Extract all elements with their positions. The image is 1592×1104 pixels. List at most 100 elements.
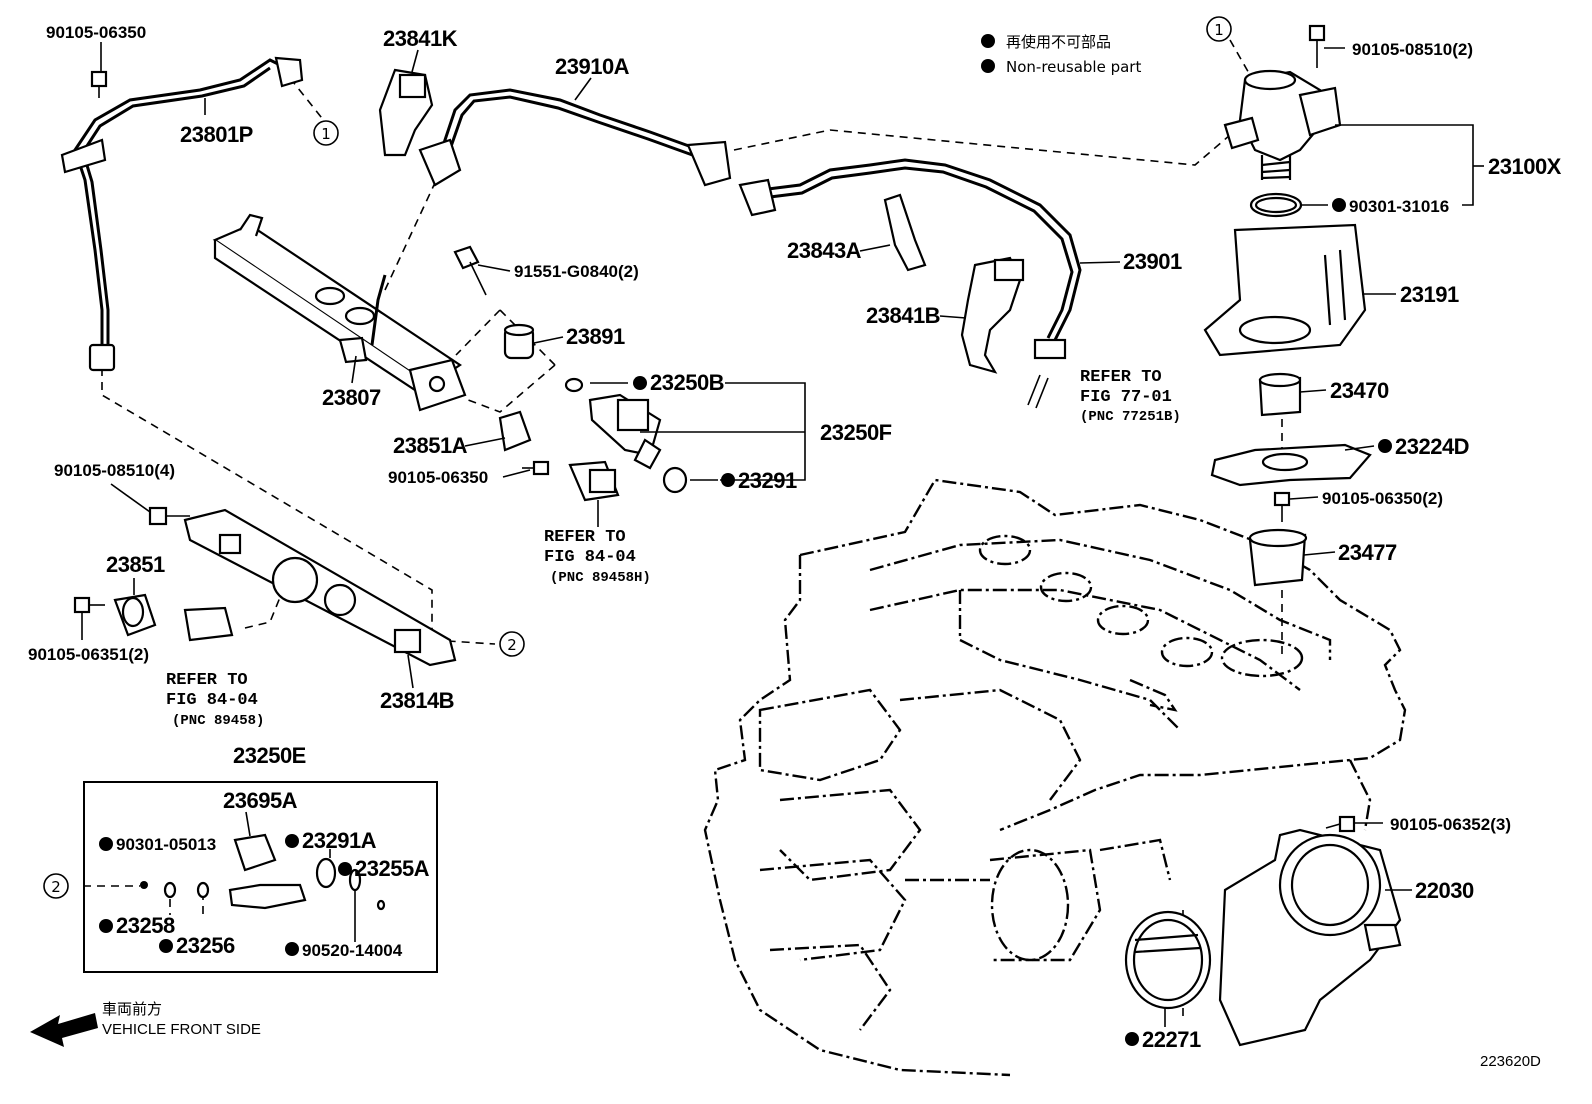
label-91551-G0840: 91551-G0840(2) bbox=[514, 262, 639, 281]
gasket-23224D bbox=[1210, 443, 1372, 487]
label-23695A: 23695A bbox=[223, 788, 298, 813]
fuel-rail-23814B bbox=[183, 508, 457, 667]
collar-23891 bbox=[503, 323, 535, 360]
connector-23841B bbox=[960, 256, 1025, 374]
label-23191: 23191 bbox=[1400, 282, 1459, 307]
non-reusable-dot-icon bbox=[981, 59, 995, 73]
throttle-body-22030 bbox=[1218, 828, 1402, 1047]
svg-text:2: 2 bbox=[507, 636, 517, 654]
injector-23250F bbox=[564, 377, 688, 494]
label-22271: 22271 bbox=[1142, 1027, 1201, 1052]
label-90105-06350-mid: 90105-06350 bbox=[388, 468, 488, 487]
label-90105-06352-3: 90105-06352(3) bbox=[1390, 815, 1511, 834]
bolt-90105-06352-3 bbox=[1325, 815, 1356, 833]
label-90301-05013: 90301-05013 bbox=[116, 835, 216, 854]
svg-text:2: 2 bbox=[51, 878, 61, 896]
label-23250B: 23250B bbox=[650, 370, 724, 395]
bolt-91551-G0840 bbox=[453, 245, 487, 296]
refer-note-84-04: REFER TO FIG 84-04 (PNC 89458) bbox=[166, 671, 264, 729]
svg-text:(PNC 89458): (PNC 89458) bbox=[172, 713, 264, 729]
dashed-leaders bbox=[101, 39, 1283, 1020]
holder-23477 bbox=[1248, 528, 1308, 587]
label-23851A: 23851A bbox=[393, 433, 468, 458]
label-23843A: 23843A bbox=[787, 238, 862, 263]
damper-23851 bbox=[113, 593, 157, 637]
svg-text:FIG 84-04: FIG 84-04 bbox=[166, 691, 258, 710]
svg-text:1: 1 bbox=[1214, 21, 1224, 39]
vehicle-front-ja: 車両前方 bbox=[102, 1001, 162, 1018]
engine-outline bbox=[703, 478, 1407, 1077]
non-reusable-dot-icon bbox=[633, 376, 647, 390]
label-90105-06350-top: 90105-06350 bbox=[46, 23, 146, 42]
vehicle-front-label: 車両前方 VEHICLE FRONT SIDE bbox=[102, 1001, 261, 1038]
vehicle-front-arrow-icon bbox=[30, 1013, 98, 1047]
label-90105-08510-4: 90105-08510(4) bbox=[54, 461, 175, 480]
callout-2-box: 2 bbox=[43, 873, 69, 899]
label-22030: 22030 bbox=[1415, 878, 1474, 903]
callout-1-top: 1 bbox=[313, 120, 339, 146]
label-23814B: 23814B bbox=[380, 688, 454, 713]
svg-text:REFER TO: REFER TO bbox=[1080, 368, 1162, 387]
svg-text:1: 1 bbox=[321, 125, 331, 143]
non-reusable-dot-icon bbox=[1332, 198, 1346, 212]
svg-text:FIG 77-01: FIG 77-01 bbox=[1080, 388, 1172, 407]
refer-note-84-04-h: REFER TO FIG 84-04 (PNC 89458H) bbox=[544, 528, 651, 586]
fuel-pressure-sensor bbox=[568, 460, 620, 502]
label-23250F: 23250F bbox=[820, 420, 892, 445]
svg-text:(PNC 77251B): (PNC 77251B) bbox=[1080, 409, 1181, 425]
label-23255A: 23255A bbox=[355, 856, 430, 881]
label-90301-31016: 90301-31016 bbox=[1349, 197, 1449, 216]
bracket-23851A bbox=[498, 410, 532, 452]
label-23291A: 23291A bbox=[302, 828, 377, 853]
refer-note-77-01: REFER TO FIG 77-01 (PNC 77251B) bbox=[1080, 368, 1181, 425]
clamp-23843A bbox=[883, 193, 927, 272]
label-90105-06351-2: 90105-06351(2) bbox=[28, 645, 149, 664]
label-23891: 23891 bbox=[566, 324, 625, 349]
bolt-90105-08510-4 bbox=[148, 506, 190, 526]
non-reusable-marks bbox=[99, 198, 1392, 1046]
non-reusable-dot-icon bbox=[99, 919, 113, 933]
svg-text:REFER TO: REFER TO bbox=[166, 671, 248, 690]
svg-text:REFER TO: REFER TO bbox=[544, 528, 626, 547]
label-23807: 23807 bbox=[322, 385, 381, 410]
non-reusable-dot-icon bbox=[285, 942, 299, 956]
svg-text:FIG 84-04: FIG 84-04 bbox=[544, 548, 636, 567]
label-90520-14004: 90520-14004 bbox=[302, 941, 403, 960]
bolt-90105-06350-mid bbox=[522, 460, 550, 476]
diagram-code: 223620D bbox=[1480, 1053, 1541, 1070]
harness-23901 bbox=[738, 158, 1082, 409]
non-reusable-dot-icon bbox=[338, 862, 352, 876]
svg-text:(PNC 89458H): (PNC 89458H) bbox=[550, 570, 651, 586]
label-23250E: 23250E bbox=[233, 743, 306, 768]
gasket-22271 bbox=[1124, 910, 1212, 1010]
label-90105-08510-2: 90105-08510(2) bbox=[1352, 40, 1473, 59]
label-23291: 23291 bbox=[738, 468, 797, 493]
connector-23841K bbox=[378, 68, 434, 157]
bolt-90105-06350-2 bbox=[1273, 491, 1291, 522]
bracket-23191 bbox=[1203, 223, 1367, 357]
label-23470: 23470 bbox=[1330, 378, 1389, 403]
oring-90301-31016 bbox=[1249, 192, 1303, 218]
label-23910A: 23910A bbox=[555, 54, 630, 79]
label-23851: 23851 bbox=[106, 552, 165, 577]
legend-ja: 再使用不可部品 bbox=[1006, 33, 1111, 51]
lifter-23470 bbox=[1258, 372, 1302, 417]
pressure-sensor-89458 bbox=[183, 606, 234, 642]
bolt-90105-06351-2 bbox=[73, 596, 105, 614]
label-23901: 23901 bbox=[1123, 249, 1182, 274]
label-90105-06350-2: 90105-06350(2) bbox=[1322, 489, 1443, 508]
label-23100X: 23100X bbox=[1488, 154, 1562, 179]
label-23256: 23256 bbox=[176, 933, 235, 958]
label-23841K: 23841K bbox=[383, 26, 458, 51]
non-reusable-dot-icon bbox=[1125, 1032, 1139, 1046]
leader-lines bbox=[81, 42, 1484, 1027]
non-reusable-dot-icon bbox=[721, 473, 735, 487]
fuel-pump-23100X bbox=[1223, 24, 1342, 180]
fuel-rail-23807 bbox=[212, 213, 467, 412]
non-reusable-dot-icon bbox=[1378, 439, 1392, 453]
injector-kit-box bbox=[83, 781, 438, 973]
legend: 再使用不可部品 Non-reusable part bbox=[981, 33, 1141, 76]
callout-1-pump: 1 bbox=[1206, 16, 1232, 42]
part-labels: 90105-06350 23801P 23841K 23910A 23807 9… bbox=[28, 23, 1562, 1052]
